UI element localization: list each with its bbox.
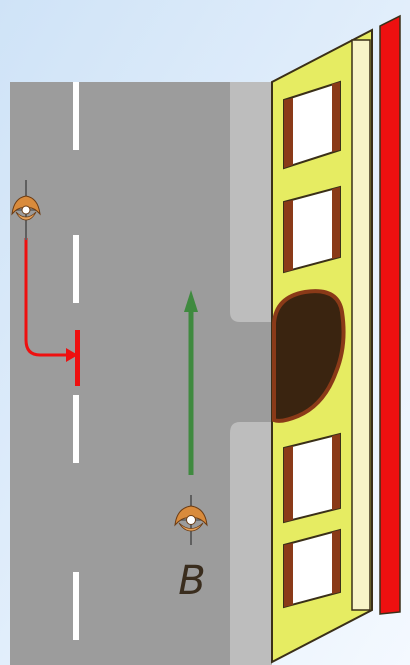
person-marker-icon: [11, 180, 41, 240]
doorway: [272, 289, 346, 423]
forward-arrow-icon: [184, 290, 198, 475]
position-label: B: [178, 558, 206, 604]
building-trim: [351, 39, 371, 611]
red-stripe: [379, 14, 401, 615]
lane-divider: [73, 82, 79, 640]
sidewalk: [230, 82, 272, 665]
turn-path-icon: [24, 238, 80, 386]
building: [271, 14, 401, 664]
window: [283, 185, 341, 274]
person-marker-icon: [174, 495, 208, 545]
road-surface: [10, 82, 272, 665]
window: [283, 80, 341, 170]
window: [283, 528, 341, 609]
window: [283, 432, 341, 524]
